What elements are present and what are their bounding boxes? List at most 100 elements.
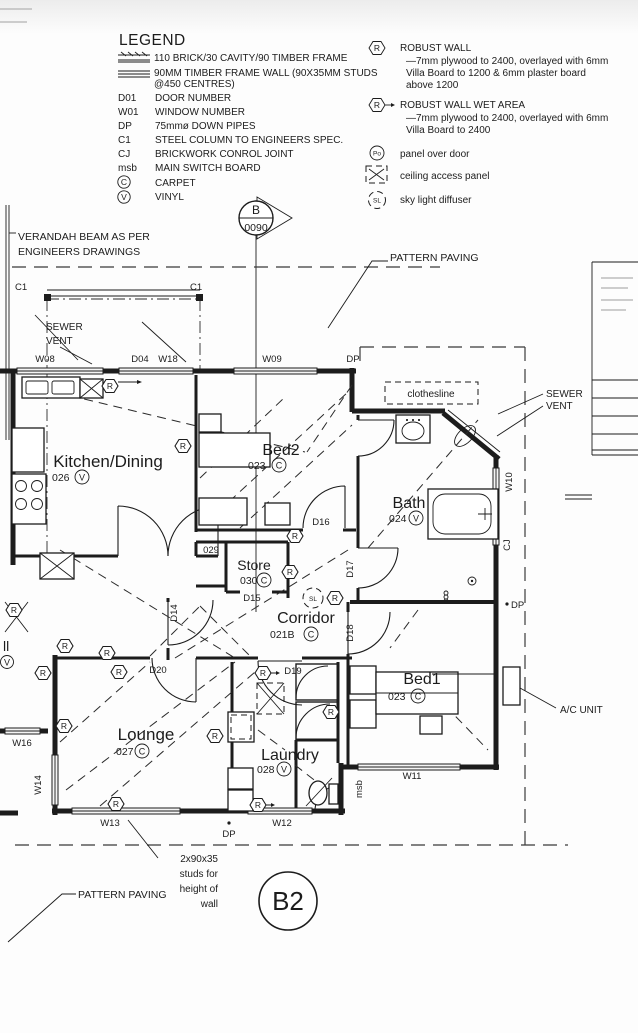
- room-number: 021B: [270, 629, 295, 641]
- svg-text:R: R: [328, 707, 334, 717]
- legend-desc: WINDOW NUMBER: [155, 107, 245, 118]
- bed2-furniture: [198, 413, 291, 526]
- robust-wall-line: above 1200: [406, 80, 459, 91]
- room-number: 023: [388, 691, 406, 703]
- ceiling-lines: [54, 384, 489, 807]
- robust-wall-marker: R: [110, 664, 128, 680]
- robust-wall-marker: R: [34, 665, 52, 681]
- svg-text:R: R: [374, 43, 380, 53]
- sl-label: SL: [309, 596, 317, 603]
- robust-wall-wet-line: —7mm plywood to 2400, overlayed with 6mm: [406, 113, 608, 124]
- studs-note: studs for: [180, 869, 219, 880]
- svg-text:R: R: [374, 100, 380, 110]
- steps-structure: [565, 261, 638, 500]
- svg-text:V: V: [121, 192, 127, 202]
- c1-label: C1: [190, 282, 202, 293]
- studs-note: height of: [180, 884, 219, 895]
- legend-title: LEGEND: [119, 32, 186, 49]
- robust-wall-marker: R: [281, 564, 299, 580]
- msb-label: msb: [354, 780, 365, 798]
- robust-wall-marker: R: [107, 796, 125, 812]
- room-number: 024: [389, 513, 407, 525]
- door-label: D16: [312, 517, 329, 528]
- robust-wall-marker: R: [56, 638, 74, 654]
- robust-wall-wet-title: ROBUST WALL WET AREA: [400, 100, 525, 111]
- pattern-paving-label: PATTERN PAVING: [78, 889, 166, 901]
- legend-right: R ROBUST WALL —7mm plywood to 2400, over…: [365, 41, 608, 209]
- vinyl-finish-icon: V: [117, 190, 131, 204]
- cooktop-access-box: [79, 378, 104, 399]
- scan-artifacts: [0, 8, 32, 23]
- studs-note: 2x90x35: [180, 854, 218, 865]
- door-label: D19: [284, 666, 301, 677]
- room-number: 027: [116, 746, 134, 758]
- svg-text:Po: Po: [373, 151, 381, 158]
- sewer-vent-label: VENT: [546, 401, 573, 412]
- toilet: [305, 777, 339, 807]
- room-name-kitchen: Kitchen/Dining: [53, 452, 163, 471]
- robust-wall-marker: R: [98, 645, 116, 661]
- window-label: W11: [403, 771, 422, 782]
- door-label: D04: [131, 354, 148, 365]
- robust-wall-marker: R: [326, 590, 344, 606]
- legend-desc: MAIN SWITCH BOARD: [155, 163, 261, 174]
- robust-wall-icon: R: [368, 41, 386, 55]
- svg-text:R: R: [180, 441, 186, 451]
- sewer-vent-label: VENT: [46, 336, 73, 347]
- svg-text:R: R: [62, 641, 68, 651]
- bath-tub: [427, 488, 499, 540]
- svg-text:R: R: [61, 721, 67, 731]
- plan-labels: VERANDAH BEAM AS PER ENGINEERS DRAWINGS …: [0, 231, 603, 910]
- room-name-laundry: Laundry: [261, 747, 319, 764]
- robust-wall-wet-icon: R: [368, 98, 395, 112]
- laundry-fixtures: [227, 711, 255, 812]
- window-label: W09: [262, 354, 282, 365]
- door-spring-symbol: [443, 590, 449, 604]
- pantry-box: [39, 552, 75, 580]
- ceiling-access-icon: [365, 165, 388, 184]
- finish-code: V: [413, 514, 419, 524]
- window-label: W13: [100, 818, 120, 829]
- robust-wall-line: Villa Board to 1200 & 6mm plaster board: [406, 68, 586, 79]
- kitchen-sink: [21, 376, 81, 399]
- sky-light-icon: SL: [368, 191, 386, 209]
- legend-desc: DOOR NUMBER: [155, 93, 231, 104]
- wall-arrow: [118, 380, 142, 384]
- room-name-bed2: Bed2: [262, 442, 299, 459]
- finish-code: C: [276, 461, 283, 471]
- room-name-corridor: Corridor: [277, 610, 335, 627]
- room-name-lounge: Lounge: [118, 725, 175, 744]
- robust-wall-title: ROBUST WALL: [400, 43, 472, 54]
- room-name-bed1: Bed1: [403, 671, 440, 688]
- ceiling-access-panel: [256, 682, 285, 715]
- robust-wall-marker: R: [322, 704, 340, 720]
- vanity-basin: [395, 414, 431, 444]
- svg-text:R: R: [260, 668, 266, 678]
- robust-wall-marker: R: [286, 528, 304, 544]
- legend-code: DP: [118, 121, 132, 132]
- linen-closet: [295, 663, 339, 701]
- finish-code: V: [4, 658, 10, 668]
- finish-code: C: [415, 692, 422, 702]
- svg-text:R: R: [104, 648, 110, 658]
- legend-desc: VINYL: [155, 192, 184, 203]
- studs-note: wall: [200, 899, 218, 910]
- svg-text:SL: SL: [373, 198, 381, 205]
- robust-wall-marker: R: [101, 378, 119, 394]
- finish-code: C: [308, 630, 315, 640]
- fridge: [11, 427, 45, 473]
- finish-code: C: [139, 747, 146, 757]
- c1-label: C1: [15, 282, 27, 293]
- door-label: D14: [169, 604, 180, 621]
- robust-wall-marker: R: [5, 602, 23, 618]
- ac-unit-box: [502, 666, 521, 706]
- room-name-hall-partial: ll: [3, 638, 9, 654]
- room-number: 028: [257, 764, 275, 776]
- legend-code: W01: [118, 107, 139, 118]
- clothesline-box: [384, 381, 479, 405]
- section-marker: B 0090: [238, 196, 293, 612]
- panel-over-door-icon: Po: [369, 145, 385, 161]
- door-label: D17: [345, 560, 356, 577]
